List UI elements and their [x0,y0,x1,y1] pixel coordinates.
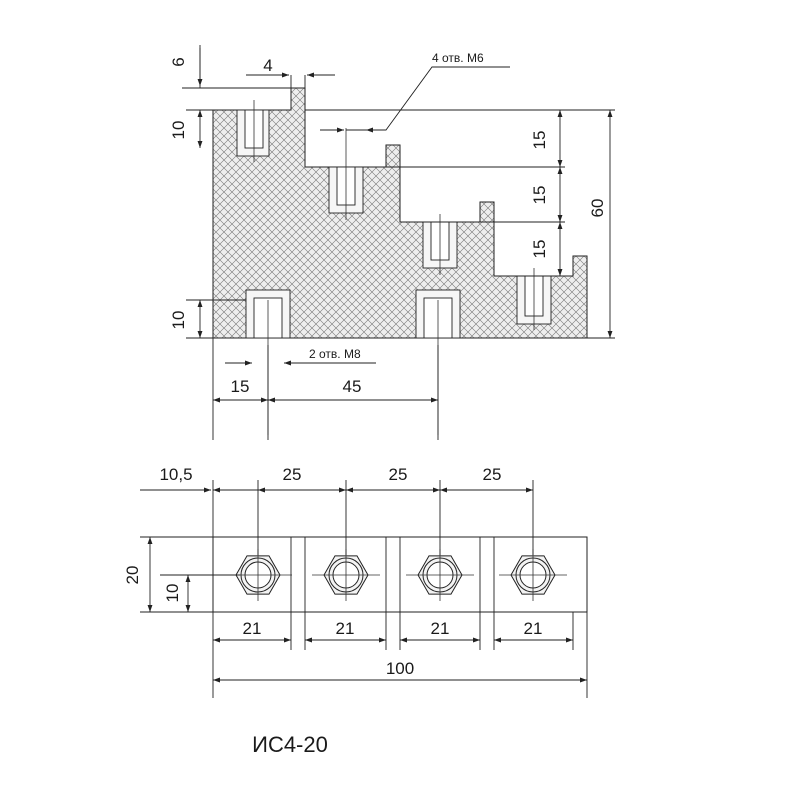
dim-15-b-label: 15 [530,186,549,205]
dim-15-bottom-label: 15 [231,377,250,396]
extension-lines-bottom [140,480,588,698]
dim-10-lower-label: 10 [169,311,188,330]
dim-45-label: 45 [343,377,362,396]
dim-4-label: 4 [263,56,272,75]
dim-100-label: 100 [386,659,414,678]
hex-nut-group [224,549,567,601]
side-section-view: 6 4 10 10 15 15 15 60 15 45 4 отв. М6 2 … [169,45,615,440]
dim-25-c-label: 25 [483,465,502,484]
hex-nut-icon [406,549,474,601]
dim-25-b-label: 25 [389,465,408,484]
hex-nut-icon [312,549,380,601]
m6-hole-1 [236,109,270,157]
dim-60-label: 60 [588,199,607,218]
dim-21-b-label: 21 [336,619,355,638]
dim-6-label: 6 [169,57,188,66]
dim-10-5-label: 10,5 [159,465,192,484]
plan-view: 10,5 25 25 25 20 10 21 21 21 21 100 [123,465,588,698]
m6-leader [346,66,510,131]
m6-hole-note: 4 отв. М6 [432,51,484,65]
hex-nut-icon [499,549,567,601]
m8-hole-note: 2 отв. М8 [309,347,361,361]
hole-center-lines [253,100,535,435]
plan-step-lines [290,537,495,612]
hex-nut-icon [224,549,292,601]
model-title: ИС4-20 [252,732,328,757]
dim-21-c-label: 21 [431,619,450,638]
dim-21-a-label: 21 [243,619,262,638]
dim-21-d-label: 21 [524,619,543,638]
dim-20-label: 20 [123,566,142,585]
dim-15-a-label: 15 [530,131,549,150]
dim-10-plan-label: 10 [163,584,182,603]
dim-10-upper-label: 10 [169,121,188,140]
dim-25-a-label: 25 [283,465,302,484]
dim-15-c-label: 15 [530,240,549,259]
